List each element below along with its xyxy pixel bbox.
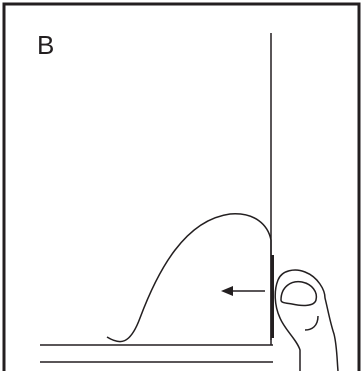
curved-sheet <box>106 213 272 343</box>
arrow-left-icon <box>221 286 265 296</box>
panel-label: B <box>37 30 55 60</box>
finger-icon <box>274 269 339 371</box>
